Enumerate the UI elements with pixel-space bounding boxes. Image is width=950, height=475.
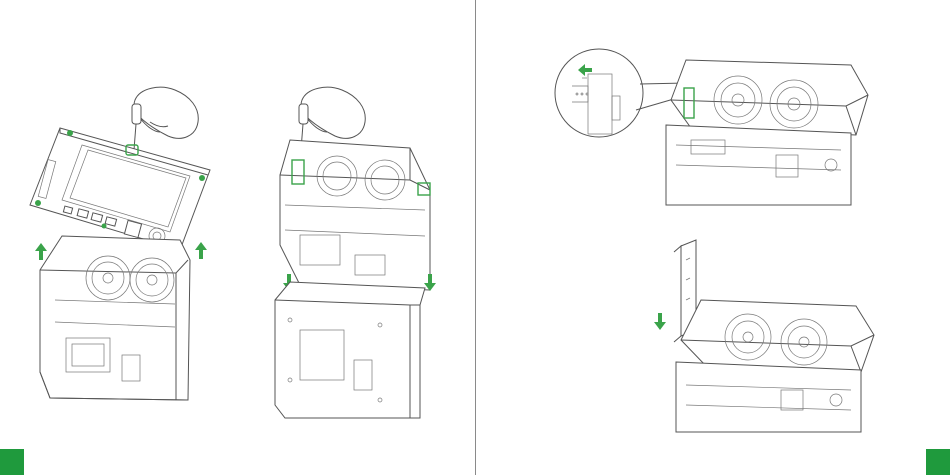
left-page bbox=[0, 0, 475, 475]
left-page-illustrations bbox=[0, 0, 475, 475]
step1-base-unit bbox=[40, 236, 190, 400]
page-corner-tab-right bbox=[926, 449, 950, 475]
step4-arrow-down bbox=[654, 313, 666, 330]
step4-unit bbox=[676, 300, 874, 432]
right-page bbox=[476, 0, 950, 475]
page-corner-tab-left bbox=[0, 449, 24, 475]
step3-zoom-callout bbox=[555, 49, 686, 137]
step1-top-panel bbox=[30, 128, 210, 250]
step3-unit bbox=[666, 60, 868, 205]
step2-outer-case bbox=[275, 282, 425, 418]
step2-inner-frame bbox=[280, 140, 430, 290]
right-page-illustrations bbox=[476, 0, 950, 475]
